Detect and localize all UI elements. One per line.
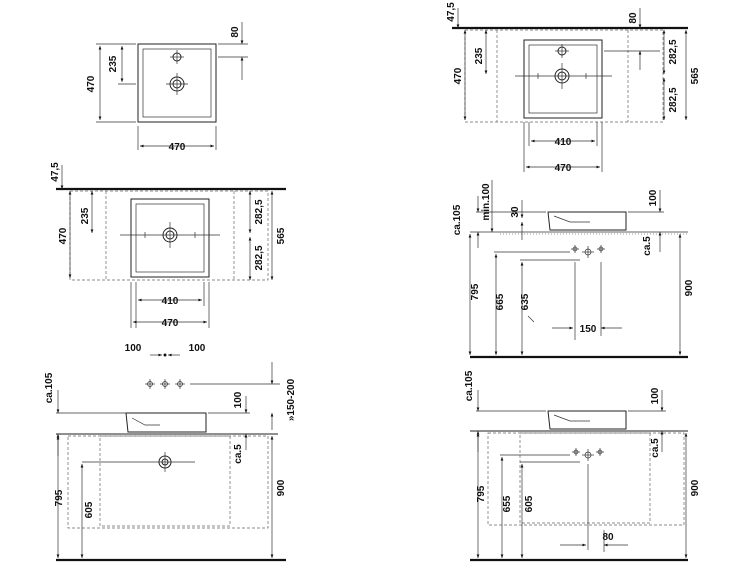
dim-150-200: »150-200 xyxy=(286,378,297,421)
dim-ca-5-right: ca.5 xyxy=(642,236,653,256)
dim-410-right: 410 xyxy=(555,137,572,148)
dim-100-height-right: 100 xyxy=(648,189,659,206)
dim-80-bottom: 80 xyxy=(602,532,614,543)
right-top-plan-view: 47,5 470 235 80 282,5 282,5 565 410 470 xyxy=(446,2,701,174)
dim-470-bottom: 470 xyxy=(162,318,179,329)
dim-282-5-bottom: 282,5 xyxy=(254,245,265,270)
dim-30: 30 xyxy=(510,206,521,218)
dim-565-right: 565 xyxy=(690,67,701,84)
dim-47-5-right: 47,5 xyxy=(446,2,457,22)
dim-605-right: 605 xyxy=(524,495,535,512)
dim-100-right: 100 xyxy=(189,343,206,354)
dim-795-right-bottom: 795 xyxy=(476,485,487,502)
dim-900-left: 900 xyxy=(276,479,287,496)
dim-100-left: 100 xyxy=(125,343,142,354)
dim-470-vertical: 470 xyxy=(86,75,97,92)
dim-282-5-bottom-right: 282,5 xyxy=(668,87,679,112)
dim-min-100: min.100 xyxy=(481,183,492,221)
dim-235-vertical-right: 235 xyxy=(474,47,485,64)
dim-655: 655 xyxy=(502,495,513,512)
dim-635: 635 xyxy=(520,293,531,310)
dim-100-height-right-bottom: 100 xyxy=(650,387,661,404)
dim-150: 150 xyxy=(580,324,597,335)
dim-605: 605 xyxy=(84,501,95,518)
dim-ca-105-right: ca.105 xyxy=(452,204,463,235)
dim-282-5-top-right: 282,5 xyxy=(668,39,679,64)
dim-470-vertical-right: 470 xyxy=(453,67,464,84)
dim-282-5-top: 282,5 xyxy=(254,199,265,224)
right-middle-elevation: ca.105 min.100 30 795 665 635 150 100 ca… xyxy=(452,180,695,359)
dim-ca-5-right-bottom: ca.5 xyxy=(650,438,661,458)
dim-100-height: 100 xyxy=(233,391,244,408)
left-bottom-elevation: 100 100 ca.105 795 605 xyxy=(44,343,297,562)
dim-235-vertical-2: 235 xyxy=(80,207,91,224)
dim-80: 80 xyxy=(230,26,241,38)
left-top-plan-view: 470 235 470 80 xyxy=(86,22,248,153)
dim-470-bottom-right: 470 xyxy=(555,163,572,174)
dim-235-vertical: 235 xyxy=(108,55,119,72)
dim-900-right-middle: 900 xyxy=(684,279,695,296)
dim-470-vertical-2: 470 xyxy=(58,227,69,244)
dim-665: 665 xyxy=(495,293,506,310)
left-middle-plan-view: 47,5 470 235 282,5 282,5 565 410 470 xyxy=(50,162,287,329)
dim-795: 795 xyxy=(54,489,65,506)
dim-795-right: 795 xyxy=(470,283,481,300)
dim-ca-5: ca.5 xyxy=(233,444,244,464)
dim-565: 565 xyxy=(276,227,287,244)
dim-470-horizontal: 470 xyxy=(169,142,186,153)
dim-900-right-bottom: 900 xyxy=(690,479,701,496)
dim-ca-105-right-bottom: ca.105 xyxy=(464,370,475,401)
dim-ca-105: ca.105 xyxy=(44,372,55,403)
right-bottom-elevation: ca.105 795 655 605 80 100 ca.5 900 xyxy=(464,370,701,562)
dim-47-5: 47,5 xyxy=(50,162,61,182)
dim-80-right: 80 xyxy=(628,12,639,24)
dim-410: 410 xyxy=(162,296,179,307)
